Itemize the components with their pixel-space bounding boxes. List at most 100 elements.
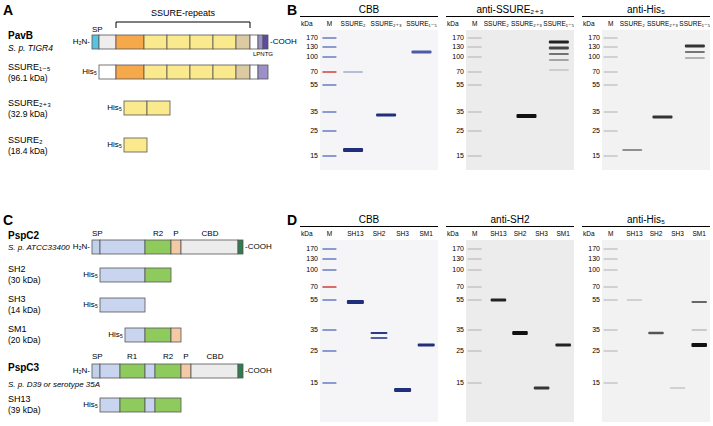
marker-band <box>322 329 336 331</box>
marker-size: 130 <box>306 43 318 51</box>
marker-band <box>604 155 618 157</box>
protein-band <box>652 116 672 119</box>
domain-block <box>250 65 258 79</box>
marker-band <box>322 258 336 260</box>
marker-size: 100 <box>452 53 464 61</box>
marker-size: 35 <box>310 326 318 334</box>
lane-label: SSURE₂₊₃ <box>371 20 402 28</box>
marker-size: 15 <box>310 379 318 387</box>
domain-block <box>145 328 171 342</box>
tag-label: His₅ <box>83 270 98 280</box>
lane-label: M <box>327 230 332 238</box>
protein-band <box>549 47 569 50</box>
domain-label: CBD <box>207 352 224 362</box>
marker-size: 55 <box>592 296 600 304</box>
lane-label: SM1 <box>693 230 706 238</box>
blot-panel: CBBMSSURE₂SSURE₂₊₃SSURE₁₋₅ <box>300 3 438 170</box>
domain-label: SP <box>92 352 103 362</box>
panel-header: anti-His₅ <box>582 213 710 227</box>
terminus-label: -COOH <box>245 366 272 376</box>
domain-block <box>120 364 145 378</box>
strain-name: S. p. ATCC33400 <box>8 243 70 253</box>
domain-block <box>236 35 250 49</box>
marker-size: 70 <box>310 283 318 291</box>
domain-block <box>167 65 190 79</box>
protein-band <box>376 114 396 117</box>
domain-block <box>250 35 258 49</box>
domain-block <box>124 138 147 152</box>
marker-band <box>322 299 336 301</box>
marker-size: 70 <box>456 283 464 291</box>
panel-header: CBB <box>300 3 438 17</box>
marker-band <box>468 286 482 288</box>
tag-label: His₅ <box>82 67 97 77</box>
lane-label: SSURE₂ <box>484 20 509 28</box>
domain-block <box>99 35 116 49</box>
marker-band <box>604 46 618 48</box>
lane-label: SH3 <box>396 230 409 238</box>
marker-band <box>468 46 482 48</box>
domain-block <box>236 65 250 79</box>
lane-label: SSURE₂ <box>620 20 645 28</box>
marker-size: 70 <box>592 68 600 76</box>
marker-size: 55 <box>592 81 600 89</box>
blot-panel: anti-SH2MSH13SH2SH3SM1 <box>446 213 574 422</box>
protein-name: PspC2 <box>8 230 39 242</box>
marker-band <box>468 37 482 39</box>
marker-band <box>468 84 482 86</box>
protein-band <box>549 59 569 61</box>
protein-band <box>534 387 550 390</box>
domain-label: R1 <box>127 352 137 362</box>
protein-band <box>691 301 707 303</box>
domain-block <box>190 35 213 49</box>
marker-size: 25 <box>592 127 600 135</box>
marker-size: 100 <box>588 266 600 274</box>
region-label: SSURE-repeats <box>151 8 215 19</box>
mass-label: (20 kDa) <box>8 335 41 345</box>
domain-block <box>238 364 243 378</box>
domain-block <box>171 240 181 254</box>
marker-band <box>322 130 336 132</box>
marker-band <box>604 269 618 271</box>
panel-header: anti-SH2 <box>446 213 574 227</box>
mass-label: (32.9 kDa) <box>8 109 48 119</box>
marker-band <box>468 350 482 352</box>
strain-name: S. p. D39 or serotype 35A <box>8 380 100 390</box>
marker-band <box>468 71 482 73</box>
marker-band <box>322 350 336 352</box>
lane-label: M <box>608 230 613 238</box>
gel-membrane <box>466 30 574 170</box>
marker-unit: kDa <box>583 20 595 28</box>
marker-size: 130 <box>452 255 464 263</box>
marker-band <box>322 286 336 288</box>
domain-block <box>100 298 145 312</box>
marker-size: 25 <box>310 347 318 355</box>
marker-size: 170 <box>588 245 600 253</box>
tag-label: His₅ <box>83 400 98 410</box>
protein-band <box>685 51 705 53</box>
marker-size: 100 <box>306 53 318 61</box>
mass-label: (96.1 kDa) <box>8 73 48 83</box>
protein-band <box>371 332 388 334</box>
domain-block <box>147 101 170 115</box>
marker-band <box>604 382 618 384</box>
marker-size: 100 <box>588 53 600 61</box>
marker-band <box>322 248 336 250</box>
lane-label: SH3 <box>671 230 684 238</box>
marker-size: 70 <box>592 283 600 291</box>
domain-label: SP <box>92 25 103 35</box>
construct-name: SSURE₂ <box>8 135 43 146</box>
domain-block <box>190 65 213 79</box>
protein-band <box>691 343 707 347</box>
domain-block <box>145 240 171 254</box>
marker-size: 100 <box>306 266 318 274</box>
panel-letter: D <box>287 212 297 229</box>
domain-block <box>100 364 120 378</box>
protein-band <box>343 71 363 73</box>
lane-label: SH13 <box>490 230 506 238</box>
motif-label: LPNTG <box>253 51 273 58</box>
marker-size: 35 <box>456 108 464 116</box>
marker-band <box>468 329 482 331</box>
marker-band <box>604 56 618 58</box>
marker-band <box>604 258 618 260</box>
